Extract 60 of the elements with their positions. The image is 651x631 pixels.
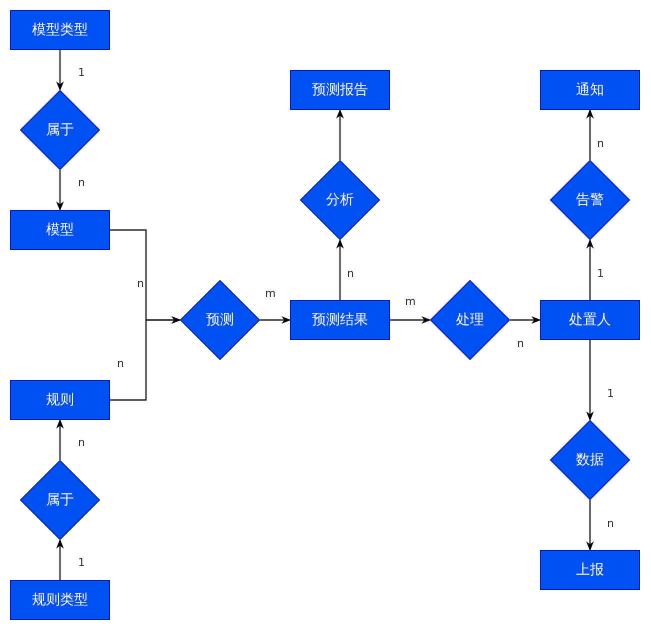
relationship-diamond [550, 420, 630, 500]
arrow [510, 316, 541, 324]
cardinality-label: n [516, 338, 525, 349]
entity-box [540, 550, 640, 590]
cardinality-label: n [77, 437, 86, 448]
cardinality-label: n [116, 358, 125, 369]
cardinality-label: m [264, 288, 277, 299]
arrow [390, 316, 431, 324]
arrow [586, 109, 594, 160]
relationship-diamond [300, 160, 380, 240]
node-label: 预测 [206, 313, 234, 327]
arrow [586, 500, 594, 551]
node-label: 预测结果 [312, 313, 368, 327]
node-label: 预测报告 [312, 83, 368, 97]
arrow [336, 239, 344, 300]
node-label: 处理 [456, 313, 484, 327]
arrow [586, 340, 594, 421]
node-label: 规则类型 [32, 593, 88, 607]
node-label: 告警 [576, 193, 604, 207]
cardinality-label: n [606, 518, 615, 529]
arrow [260, 316, 291, 324]
entity-box [540, 300, 640, 340]
cardinality-label: n [136, 278, 145, 289]
entity-box [10, 10, 110, 50]
arrow [56, 170, 64, 211]
relationship-diamond [20, 90, 100, 170]
node-label: 规则 [46, 393, 74, 407]
arrow [110, 316, 181, 401]
arrow [56, 50, 64, 91]
cardinality-label: n [346, 268, 355, 279]
relationship-diamond [180, 280, 260, 360]
node-label: 数据 [576, 453, 604, 467]
cardinality-label: 1 [596, 268, 605, 279]
node-label: 通知 [576, 83, 604, 97]
entity-box [10, 580, 110, 620]
entity-box [290, 300, 390, 340]
cardinality-label: n [596, 138, 605, 149]
arrow [586, 239, 594, 300]
relationship-diamond [550, 160, 630, 240]
relationship-diamond [430, 280, 510, 360]
cardinality-label: 1 [77, 67, 86, 78]
node-label: 属于 [46, 123, 74, 137]
node-label: 属于 [46, 493, 74, 507]
node-label: 上报 [576, 563, 604, 577]
node-label: 分析 [326, 193, 354, 207]
entity-box [10, 380, 110, 420]
cardinality-label: 1 [77, 557, 86, 568]
arrow [336, 109, 344, 160]
cardinality-label: m [404, 296, 417, 307]
entity-box [290, 70, 390, 110]
arrow [56, 539, 64, 580]
cardinality-label: n [77, 177, 86, 188]
entity-box [540, 70, 640, 110]
node-label: 处置人 [569, 313, 611, 327]
arrow [56, 419, 64, 460]
cardinality-label: 1 [606, 388, 615, 399]
relationship-diamond [20, 460, 100, 540]
node-label: 模型 [46, 223, 74, 237]
node-label: 模型类型 [32, 23, 88, 37]
entity-box [10, 210, 110, 250]
